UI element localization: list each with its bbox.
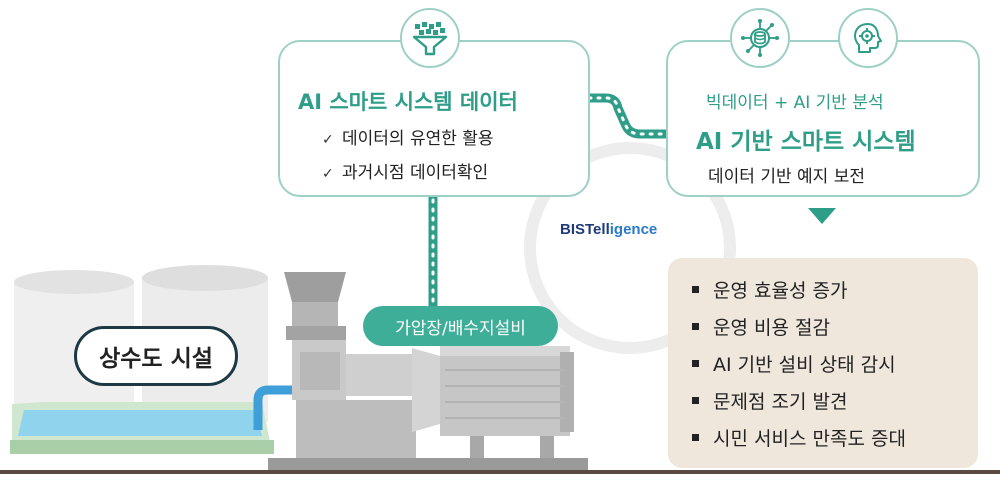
right-box-description: 데이터 기반 예지 보전 — [708, 167, 865, 187]
benefit-text: 시민 서비스 만족도 증대 — [713, 428, 906, 450]
bullet-icon — [692, 286, 699, 293]
left-box-item-text: 과거시점 데이터확인 — [342, 163, 489, 183]
bistelligence-logo: BISTelligence — [560, 221, 657, 238]
bullet-icon — [692, 323, 699, 330]
background-ring — [524, 142, 736, 354]
benefit-text: 문제점 조기 발견 — [713, 391, 848, 413]
logo-part-1: BISTell — [560, 221, 610, 238]
water-facility-label: 상수도 시설 — [74, 326, 238, 386]
benefit-text: 운영 효율성 증가 — [713, 280, 848, 302]
intake-pipe — [253, 385, 292, 430]
benefits-panel — [668, 258, 978, 468]
pump-machinery — [268, 272, 588, 470]
bullet-icon — [692, 434, 699, 441]
water-basin — [10, 402, 274, 454]
data-funnel-icon — [400, 8, 460, 68]
check-icon: ✓ — [322, 166, 334, 182]
benefit-item: 운영 비용 절감 — [692, 313, 906, 350]
storage-tanks — [14, 265, 268, 422]
benefit-text: AI 기반 설비 상태 감시 — [713, 354, 896, 376]
benefit-item: 시민 서비스 만족도 증대 — [692, 424, 906, 461]
left-box-item: ✓ 데이터의 유연한 활용 — [322, 124, 494, 149]
ai-smart-system-box — [666, 40, 980, 197]
connector-horizontal — [571, 93, 673, 139]
left-box-title: AI 스마트 시스템 데이터 — [298, 90, 518, 114]
benefit-item: 문제점 조기 발견 — [692, 387, 906, 424]
database-circuit-icon — [730, 8, 790, 68]
benefits-list: 운영 효율성 증가 운영 비용 절감 AI 기반 설비 상태 감시 문제점 조기… — [692, 276, 906, 461]
ground-line — [0, 470, 1000, 474]
right-box-subtitle: 빅데이터 + AI 기반 분석 — [706, 93, 884, 113]
check-icon: ✓ — [322, 132, 334, 148]
logo-part-2: igence — [609, 221, 658, 238]
benefit-item: 운영 효율성 증가 — [692, 276, 906, 313]
brain-gear-icon — [838, 8, 898, 68]
left-box-item-text: 데이터의 유연한 활용 — [342, 129, 494, 149]
left-box-item: ✓ 과거시점 데이터확인 — [322, 158, 488, 183]
bullet-icon — [692, 397, 699, 404]
down-arrow-icon — [808, 208, 836, 224]
benefit-text: 운영 비용 절감 — [713, 317, 830, 339]
pump-station-label: 가압장/배수지설비 — [363, 306, 558, 346]
benefit-item: AI 기반 설비 상태 감시 — [692, 350, 906, 387]
bullet-icon — [692, 360, 699, 367]
right-box-title: AI 기반 스마트 시스템 — [696, 129, 916, 155]
